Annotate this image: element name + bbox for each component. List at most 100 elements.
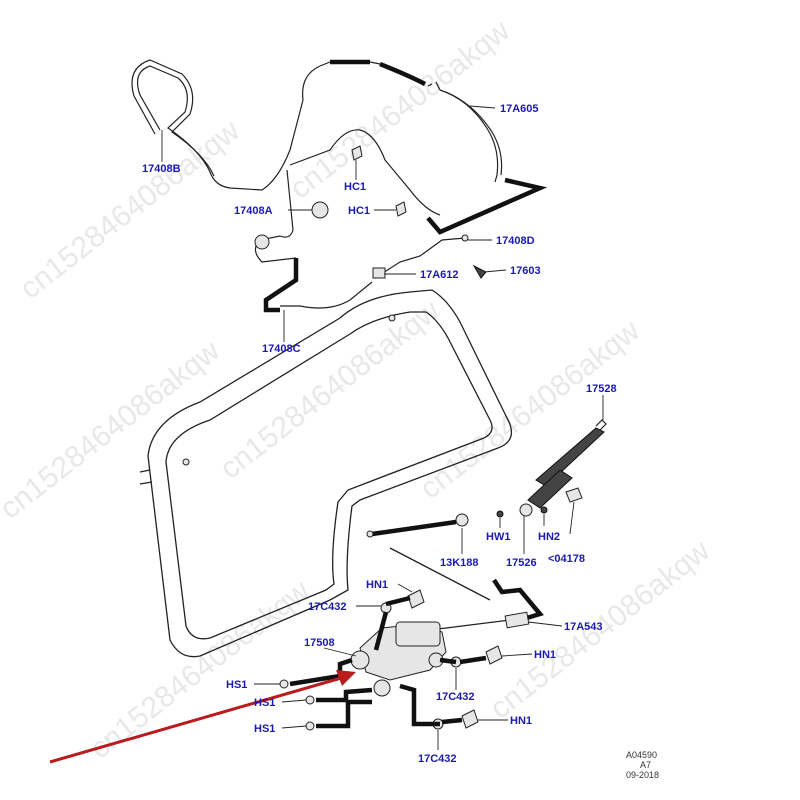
callout-HN2: HN2 — [538, 531, 560, 543]
sleeve-17C432-bottom — [399, 683, 440, 727]
watermark-text-1: cn1528464086akqw — [14, 114, 246, 306]
highlight-arrow-head — [336, 670, 356, 686]
sleeve-HN1-mid — [459, 655, 487, 665]
shaft-end — [366, 530, 374, 538]
nut-HN2 — [540, 506, 548, 514]
callout-13K188: 13K188 — [440, 557, 479, 569]
callout-17408B: 17408B — [142, 163, 181, 175]
glass-inner-edge — [165, 311, 493, 640]
ref-date: 09-2018 — [626, 770, 659, 780]
spindle-rod-17A543 — [429, 619, 511, 631]
nut-HN1-bottom — [461, 709, 479, 729]
callout-17526: 17526 — [506, 557, 537, 569]
highlight-arrow — [49, 670, 356, 764]
glass-outer-edge — [147, 289, 513, 658]
sleeve-HS1-mid — [316, 687, 373, 703]
hose-17A605 — [439, 89, 499, 183]
wiper-arm-cap — [565, 487, 583, 503]
bolt-HS1-bottom — [305, 721, 315, 731]
wiper-arm-17526 — [527, 469, 573, 509]
drive-shaft-lines — [366, 519, 544, 631]
watermark-text-6: cn1528464086akqw — [84, 574, 316, 766]
wiper-motor-17508 — [350, 602, 462, 730]
reference-block: A04590 A7 09-2018 — [626, 750, 659, 780]
washer-hose-assembly — [131, 59, 548, 313]
bolt-HS1-top — [279, 679, 289, 689]
callout-HW1: HW1 — [486, 531, 510, 543]
sleeve-HN1-bottom — [441, 717, 463, 725]
nut-HN1-top — [407, 589, 425, 609]
hose-connector-17408A — [311, 201, 329, 219]
hose-loop-connector — [254, 234, 270, 250]
shaft-to-motor-line — [389, 547, 491, 601]
hose-17408B — [137, 65, 321, 191]
highlight-arrow-shaft — [49, 674, 349, 764]
callout-17603: 17603 — [510, 265, 541, 277]
callout-04178: <04178 — [548, 553, 585, 565]
callout-17A543: 17A543 — [564, 621, 603, 633]
hose-17408D — [374, 237, 466, 279]
leader-HS1-c — [281, 725, 307, 729]
glass-mount-point — [182, 458, 190, 466]
callout-17C432-top: 17C432 — [308, 601, 347, 613]
hose-top-joint — [319, 61, 331, 67]
callout-HS1-bottom: HS1 — [254, 723, 275, 735]
leader-HS1-b — [281, 699, 307, 703]
callout-17528: 17528 — [586, 383, 617, 395]
leader-lines — [161, 105, 604, 750]
spindle-end-17A543 — [504, 611, 530, 629]
sleeve-motor-mid — [439, 657, 457, 665]
hose-top-sleeve-2 — [379, 61, 427, 86]
leader-17603 — [483, 269, 507, 273]
motor-link-sleeve — [492, 578, 544, 623]
callout-17C432-bottom: 17C432 — [418, 753, 457, 765]
watermark-text-5: cn1528464086akqw — [284, 14, 516, 206]
hose-end-17408D — [461, 234, 469, 242]
sleeve-HS1-bottom — [316, 699, 372, 729]
callout-labels: 17408B 17A605 HC1 17408A HC1 17408D 17A6… — [142, 103, 617, 765]
leader-04178 — [569, 501, 575, 535]
glass-nozzle-hole — [388, 314, 396, 322]
wiper-blade-tip — [595, 419, 607, 431]
wiper-arm-base — [519, 503, 533, 517]
callout-HN1-top: HN1 — [366, 579, 388, 591]
hose-left-sleeve — [263, 258, 299, 313]
sleeve-HS1-top — [289, 657, 353, 687]
callout-17A612: 17A612 — [420, 269, 459, 281]
leader-17A543 — [527, 621, 563, 627]
hose-break-mark — [427, 81, 441, 91]
washer-nozzle-17603 — [472, 264, 487, 279]
callout-HC1-upper: HC1 — [344, 181, 366, 193]
leader-HN1-a — [397, 583, 413, 593]
wiper-blade-17528 — [535, 427, 605, 487]
hose-right-sleeve — [426, 177, 548, 235]
callout-17408C: 17408C — [262, 343, 301, 355]
callout-17408A: 17408A — [234, 205, 273, 217]
clip-HC1-lower — [395, 201, 407, 217]
watermark-text-2: cn1528464086akqw — [214, 294, 446, 486]
callout-HN1-mid: HN1 — [534, 649, 556, 661]
nut-HN1-mid — [485, 645, 503, 665]
leader-HN1-b — [501, 653, 533, 657]
hose-17408B-outer — [131, 59, 215, 177]
callout-HS1-mid: HS1 — [254, 697, 275, 709]
motor-mount-left — [350, 650, 370, 670]
sleeve-17C432-top — [385, 595, 411, 607]
watermark-text-4: cn1528464086akqw — [414, 314, 646, 506]
callout-HN1-bottom: HN1 — [510, 715, 532, 727]
callout-HC1-lower: HC1 — [348, 205, 370, 217]
motor-mount-bottom — [373, 679, 391, 697]
hose-17408C — [280, 281, 373, 309]
bolt-HS1-mid — [305, 695, 315, 705]
washer-HW1 — [496, 510, 504, 518]
wiper-assembly — [455, 419, 607, 527]
callout-HS1-top: HS1 — [226, 679, 247, 691]
hose-17A605-outer — [445, 91, 503, 176]
assembly-sleeves — [289, 595, 487, 729]
sleeve-17C432-motor — [373, 611, 389, 651]
callout-17C432-mid: 17C432 — [436, 691, 475, 703]
grommet-13K188 — [455, 513, 469, 527]
leader-17A605 — [469, 105, 496, 109]
t-connector-17A612 — [372, 267, 386, 279]
